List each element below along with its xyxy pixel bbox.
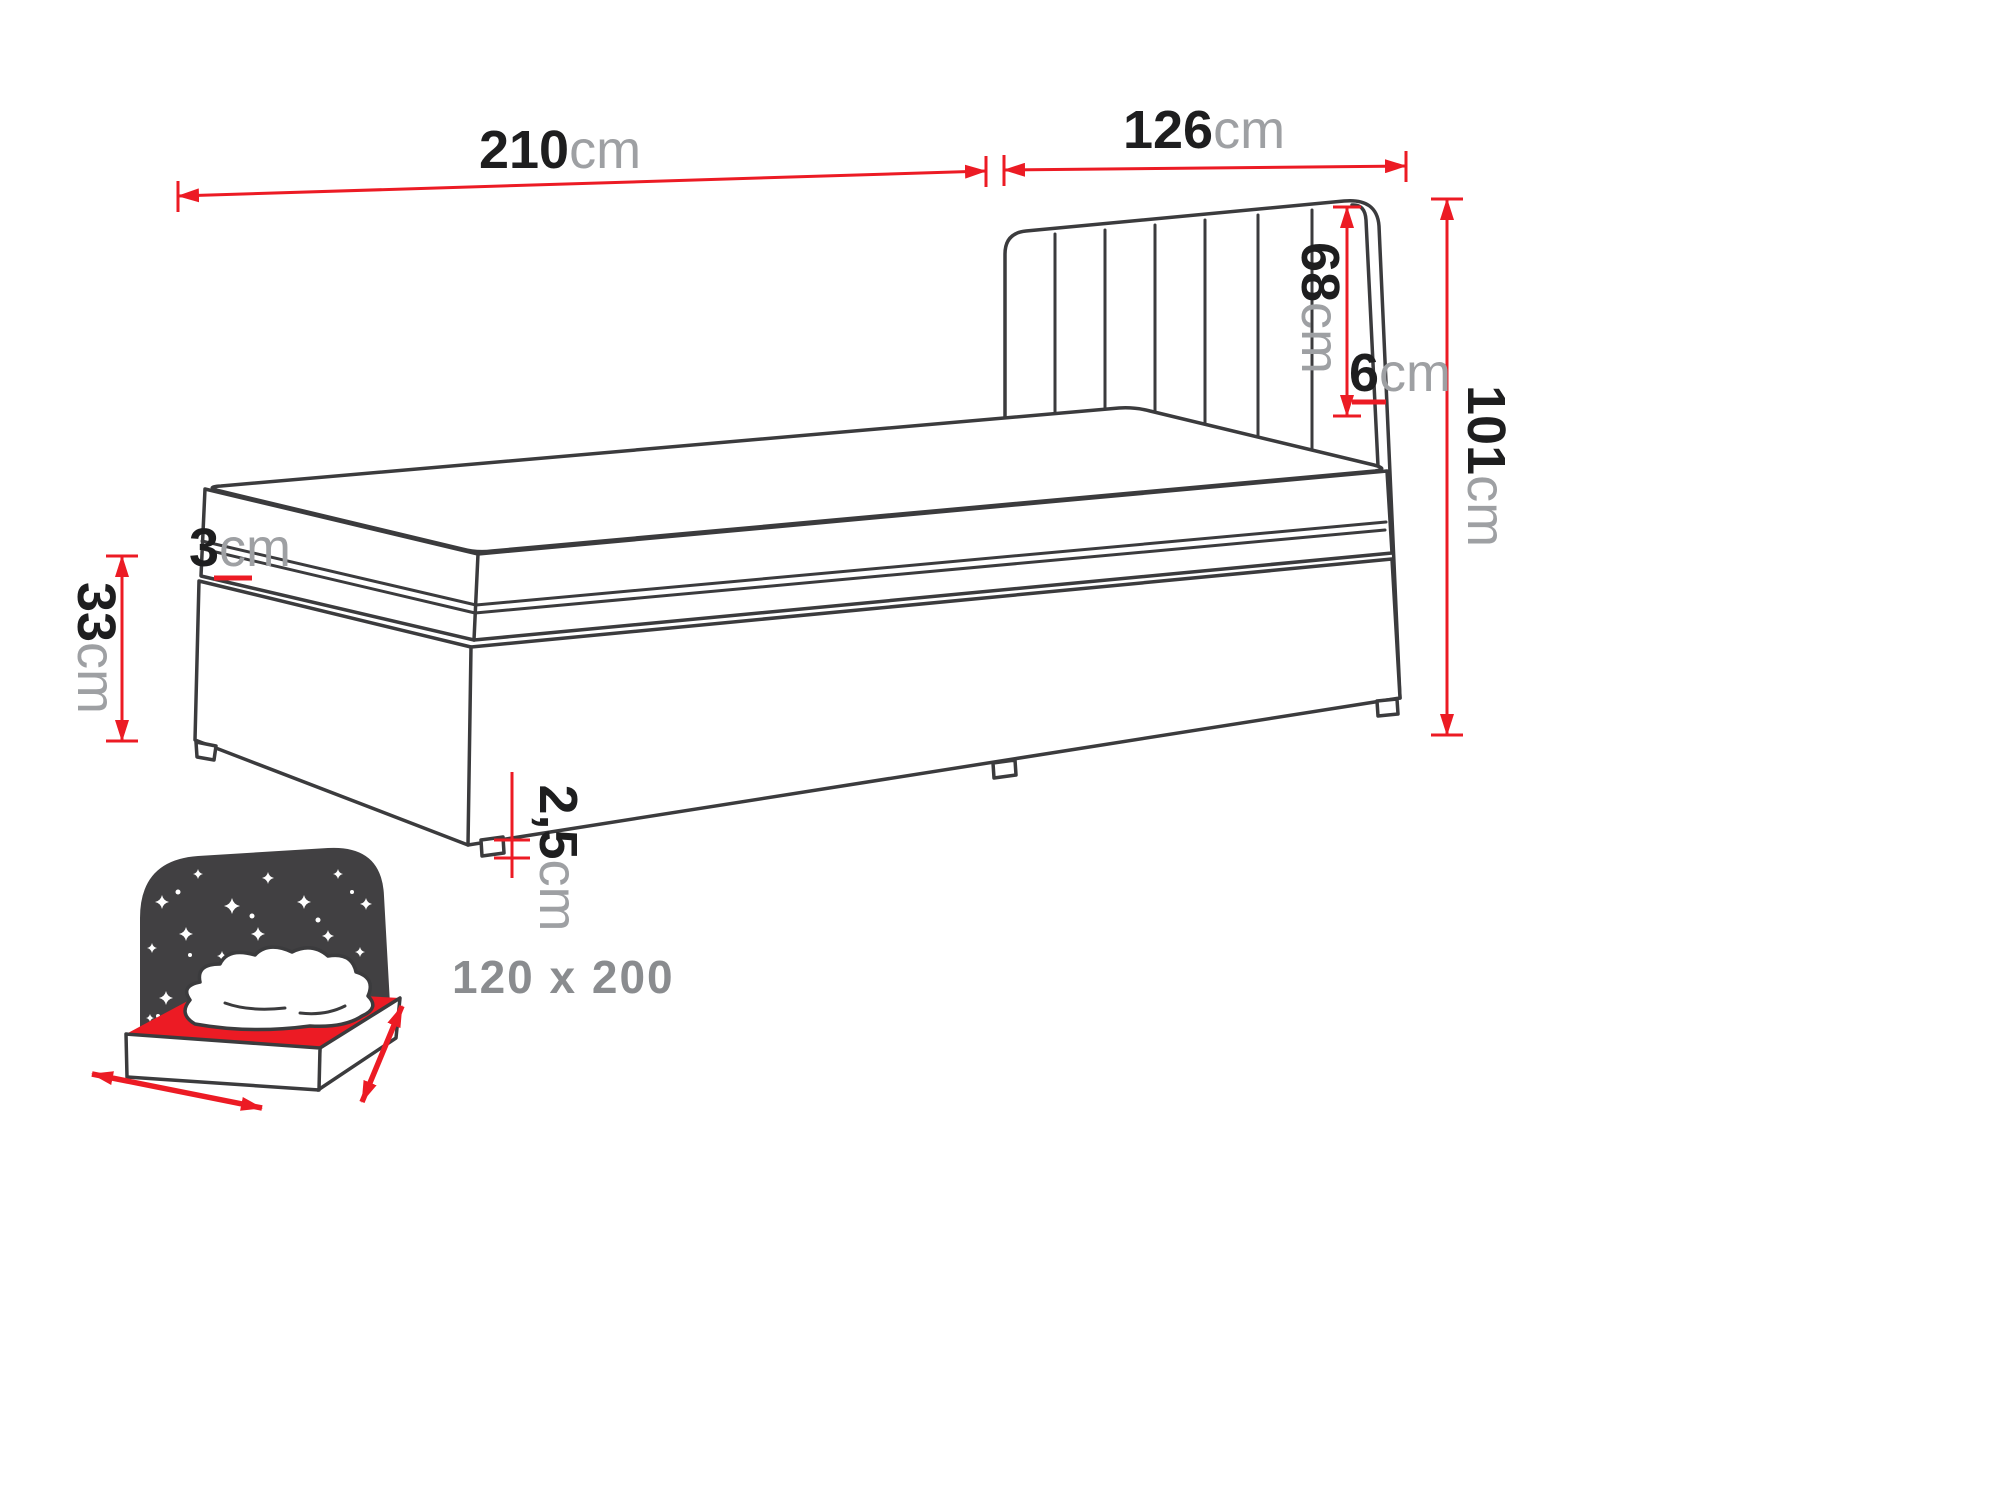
dim-headboard-height: 68cm (1290, 205, 1361, 418)
dim-mattress-lip-label: 3cm (189, 518, 291, 578)
mattress-top (210, 406, 1384, 554)
star-sparkle (193, 869, 203, 879)
footprint-label: 120 x 200 (452, 951, 675, 1003)
dim-headboard-width-label: 126cm (1123, 100, 1285, 160)
dim-leg-height: 2,5cm (494, 772, 588, 932)
star-sparkle (224, 898, 240, 914)
mattress-seam-1 (200, 520, 1388, 607)
star-sparkle (251, 927, 265, 941)
bed-drawing (193, 198, 1402, 858)
headboard-thickness-line (1350, 203, 1380, 468)
star-sparkle (179, 927, 193, 941)
star-dot (175, 889, 181, 895)
dim-overall-height-label: 101cm (1456, 385, 1516, 547)
base-corner-edge (466, 645, 473, 847)
dim-headboard-width: 126cm (1002, 100, 1408, 186)
dim-overall-height: 101cm (1431, 197, 1516, 737)
star-sparkle (146, 1014, 154, 1022)
headboard (1003, 198, 1402, 700)
bed-leg (1375, 697, 1400, 718)
bed-base (193, 557, 1402, 858)
dim-headboard-height-label: 68cm (1290, 242, 1350, 374)
headboard-channels (1053, 208, 1314, 461)
dimensions: 210cm 126cm 101cm 68cm (66, 100, 1516, 932)
star-dot (350, 890, 354, 894)
length-arrow (359, 1004, 405, 1104)
mattress (199, 406, 1394, 642)
dim-headboard-depth: 6cm (1349, 343, 1451, 405)
star-dot (315, 917, 321, 923)
dim-mattress-lip: 3cm (189, 518, 291, 581)
dim-base-height-label: 33cm (66, 582, 126, 714)
star-sparkle (147, 943, 157, 953)
dim-line (177, 164, 987, 203)
star-sparkle (262, 872, 274, 884)
mattress-corner-edge (472, 552, 480, 642)
dim-line (1003, 159, 1407, 177)
dim-base-height: 33cm (66, 554, 138, 743)
bed-leg (991, 758, 1018, 780)
star-dot (249, 913, 255, 919)
star-sparkle (159, 991, 173, 1005)
width-arrow (91, 1071, 263, 1111)
star-sparkle (333, 869, 343, 879)
star-sparkle (360, 898, 372, 910)
duvet-fold (298, 1004, 347, 1016)
star-sparkle (217, 951, 227, 961)
duvet (183, 945, 375, 1032)
bed-leg (479, 835, 506, 858)
star-sparkle (155, 895, 169, 909)
dim-headboard-depth-label: 6cm (1349, 343, 1451, 403)
star-sparkle (297, 895, 311, 909)
dim-leg-height-label: 2,5cm (528, 784, 588, 931)
duvet-fold (223, 1001, 287, 1011)
storage-bed-icon: 120 x 200 (91, 847, 675, 1111)
dim-length: 210cm (176, 120, 988, 212)
star-sparkle (322, 930, 334, 942)
headboard-outline (1003, 198, 1402, 700)
star-sparkle (355, 947, 365, 957)
bed-leg (194, 740, 218, 762)
mattress-seam-2 (201, 528, 1387, 615)
star-dot (188, 953, 192, 957)
dim-length-label: 210cm (479, 120, 641, 180)
